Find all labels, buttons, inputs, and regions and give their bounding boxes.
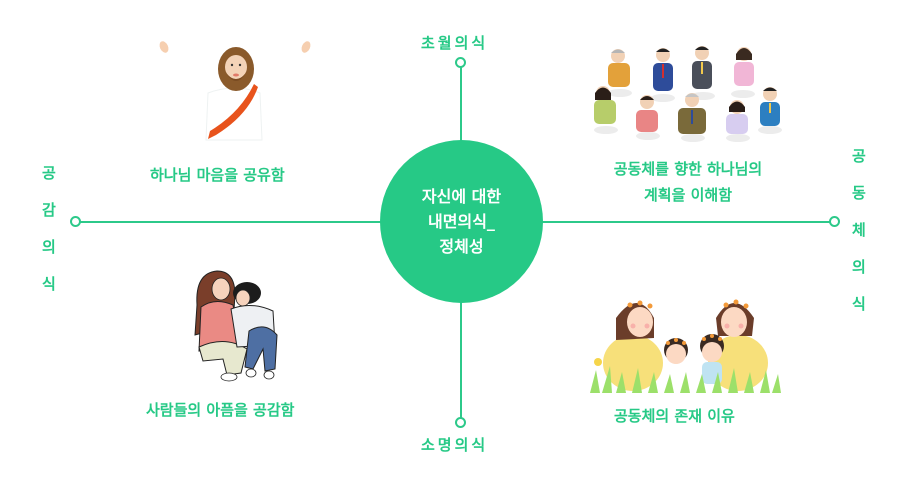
axis-vertical-top (460, 65, 462, 141)
axis-label-left-char: 공 (42, 164, 56, 182)
axis-label-right-char: 의 (852, 258, 866, 276)
axis-label-bottom: 소명의식 (421, 436, 489, 454)
axis-horizontal-right (542, 221, 830, 223)
axis-label-top: 초월의식 (421, 34, 489, 52)
caption-top-right: 공동체를 향한 하나님의 계획을 이해함 (583, 156, 793, 208)
caption-top-right-line: 계획을 이해함 (643, 186, 733, 204)
axis-label-right-char: 식 (852, 295, 866, 313)
mother-child-illustration (194, 270, 278, 382)
axis-endpoint-bottom (455, 417, 466, 428)
axis-label-right-char: 동 (852, 184, 866, 202)
center-title-line: 내면의식_ (428, 212, 495, 231)
axis-label-left: 공 감 의 식 (42, 163, 56, 311)
axis-label-right-char: 공 (852, 147, 866, 165)
axis-horizontal-left (78, 221, 381, 223)
center-title-line: 정체성 (439, 237, 484, 256)
center-title-line: 자신에 대한 (421, 187, 502, 206)
caption-bottom-right: 공동체의 존재 이유 (614, 407, 735, 425)
caption-bottom-left: 사람들의 아픔을 공감함 (146, 401, 295, 419)
axis-label-right: 공 동 체 의 식 (852, 146, 866, 331)
axis-label-left-char: 식 (42, 275, 56, 293)
axis-label-left-char: 의 (42, 238, 56, 256)
caption-top-right-line: 공동체를 향한 하나님의 (613, 160, 763, 178)
axis-endpoint-right (829, 216, 840, 227)
axis-label-right-char: 체 (852, 221, 866, 239)
people-group-illustration (594, 46, 782, 142)
jesus-illustration (159, 41, 311, 141)
axis-label-left-char: 감 (42, 201, 56, 219)
axis-endpoint-left (70, 216, 81, 227)
center-circle: 자신에 대한 내면의식_ 정체성 (380, 140, 543, 303)
axis-vertical-bottom (460, 302, 462, 418)
caption-top-left: 하나님 마음을 공유함 (150, 166, 285, 184)
axis-endpoint-top (455, 57, 466, 68)
family-illustration (590, 299, 781, 393)
